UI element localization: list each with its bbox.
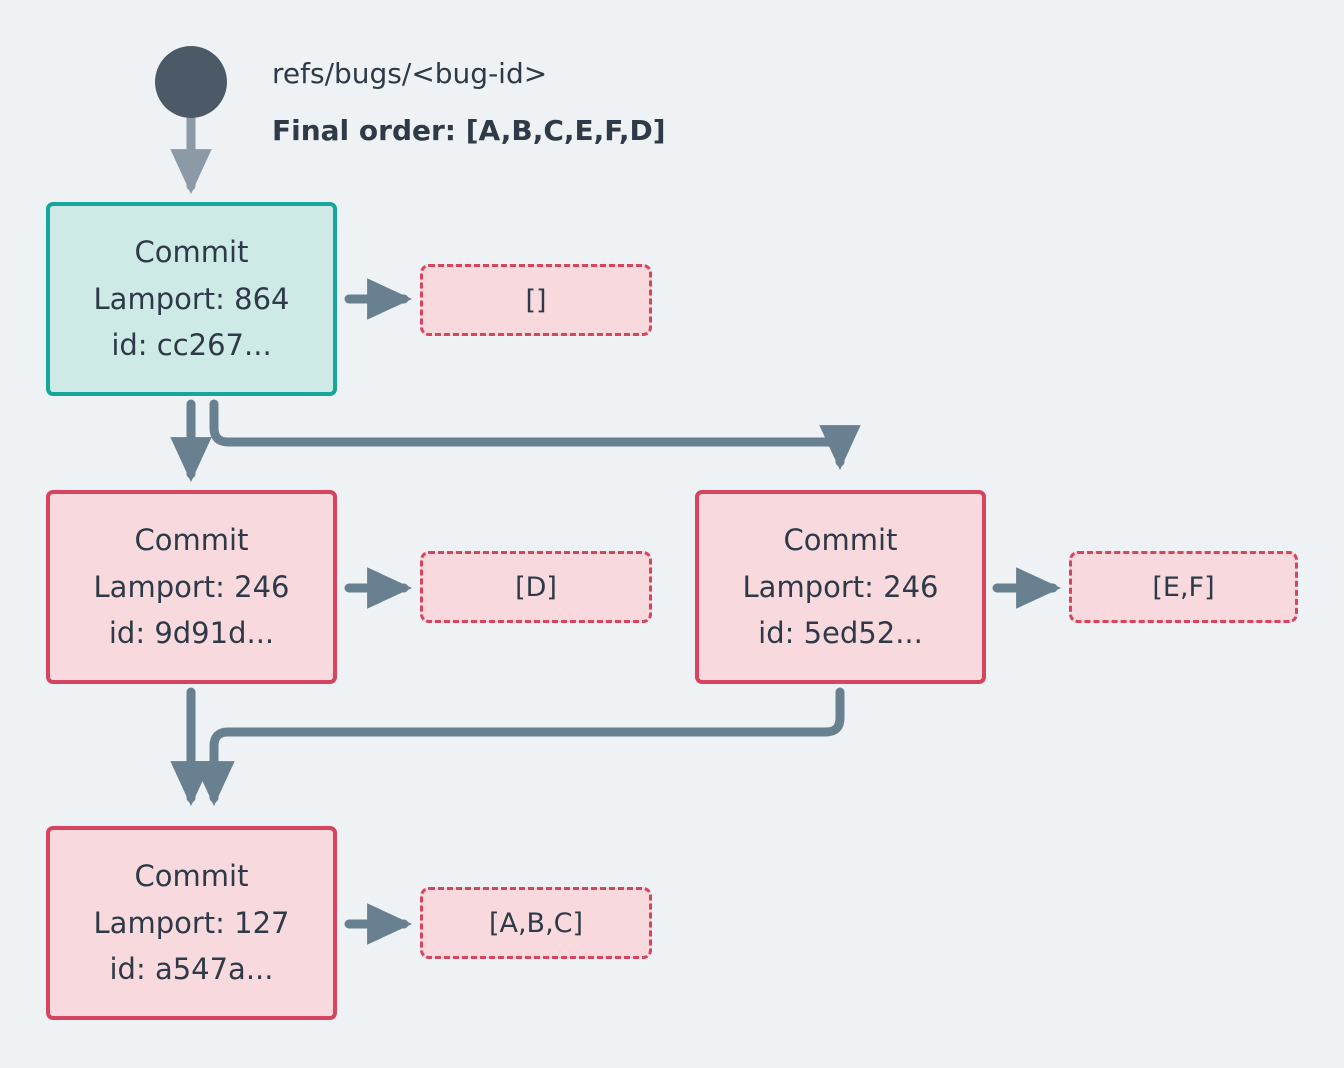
commit-id: id: 9d91d...: [108, 616, 275, 651]
edge-5ed52-to-a547a: [193, 687, 845, 807]
payload-node-cc267[interactable]: []: [420, 264, 652, 336]
commit-lamport: Lamport: 246: [93, 569, 290, 604]
commit-id: id: a547a...: [109, 952, 274, 987]
commit-lamport: Lamport: 246: [742, 569, 939, 604]
payload-node-9d91d[interactable]: [D]: [420, 551, 652, 623]
payload-label: [A,B,C]: [488, 907, 584, 939]
payload-node-5ed52[interactable]: [E,F]: [1069, 551, 1298, 623]
payload-label: [E,F]: [1152, 571, 1215, 603]
final-order-label: Final order: [A,B,C,E,F,D]: [272, 114, 666, 147]
branch-root-dot-icon: [155, 46, 227, 118]
commit-title: Commit: [783, 522, 898, 557]
commit-node-9d91d[interactable]: Commit Lamport: 246 id: 9d91d...: [46, 490, 337, 684]
commit-node-cc267[interactable]: Commit Lamport: 864 id: cc267...: [46, 202, 337, 396]
commit-lamport: Lamport: 864: [93, 281, 290, 316]
commit-lamport: Lamport: 127: [93, 905, 290, 940]
payload-node-a547a[interactable]: [A,B,C]: [420, 887, 652, 959]
commit-node-5ed52[interactable]: Commit Lamport: 246 id: 5ed52...: [695, 490, 986, 684]
commit-id: id: cc267...: [111, 328, 272, 363]
payload-label: [D]: [515, 571, 557, 603]
commit-title: Commit: [134, 522, 249, 557]
branch-ref-label: refs/bugs/<bug-id>: [272, 57, 548, 90]
commit-title: Commit: [134, 858, 249, 893]
commit-id: id: 5ed52...: [758, 616, 923, 651]
payload-label: []: [525, 284, 547, 316]
commit-node-a547a[interactable]: Commit Lamport: 127 id: a547a...: [46, 826, 337, 1020]
commit-title: Commit: [134, 234, 249, 269]
edge-cc267-to-5ed52: [209, 399, 861, 471]
